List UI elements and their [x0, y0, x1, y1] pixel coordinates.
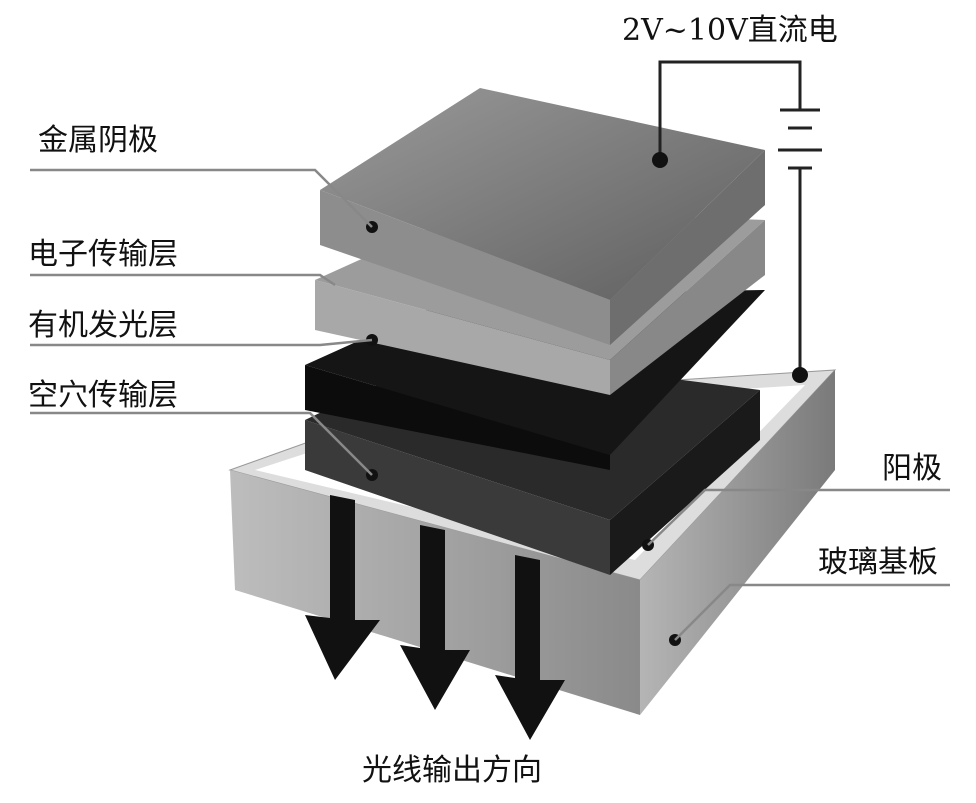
label-metal-cathode: 金属阴极 — [38, 123, 158, 158]
metal-cathode — [320, 88, 765, 345]
label-glass-substrate: 玻璃基板 — [818, 545, 938, 580]
label-organic-emission-layer: 有机发光层 — [28, 308, 178, 343]
light-arrows — [305, 495, 565, 740]
power-label: 2V~10V直流电 — [622, 13, 838, 48]
arrow-down-icon — [495, 555, 565, 740]
label-anode: 阳极 — [882, 451, 942, 486]
label-light-output-direction: 光线输出方向 — [362, 753, 542, 788]
power-circuit — [658, 60, 822, 375]
label-electron-transport-layer: 电子传输层 — [28, 237, 178, 272]
label-hole-transport-layer: 空穴传输层 — [28, 378, 178, 413]
arrow-down-icon — [400, 525, 470, 710]
arrow-down-icon — [305, 495, 380, 680]
leader-lines — [30, 168, 950, 641]
